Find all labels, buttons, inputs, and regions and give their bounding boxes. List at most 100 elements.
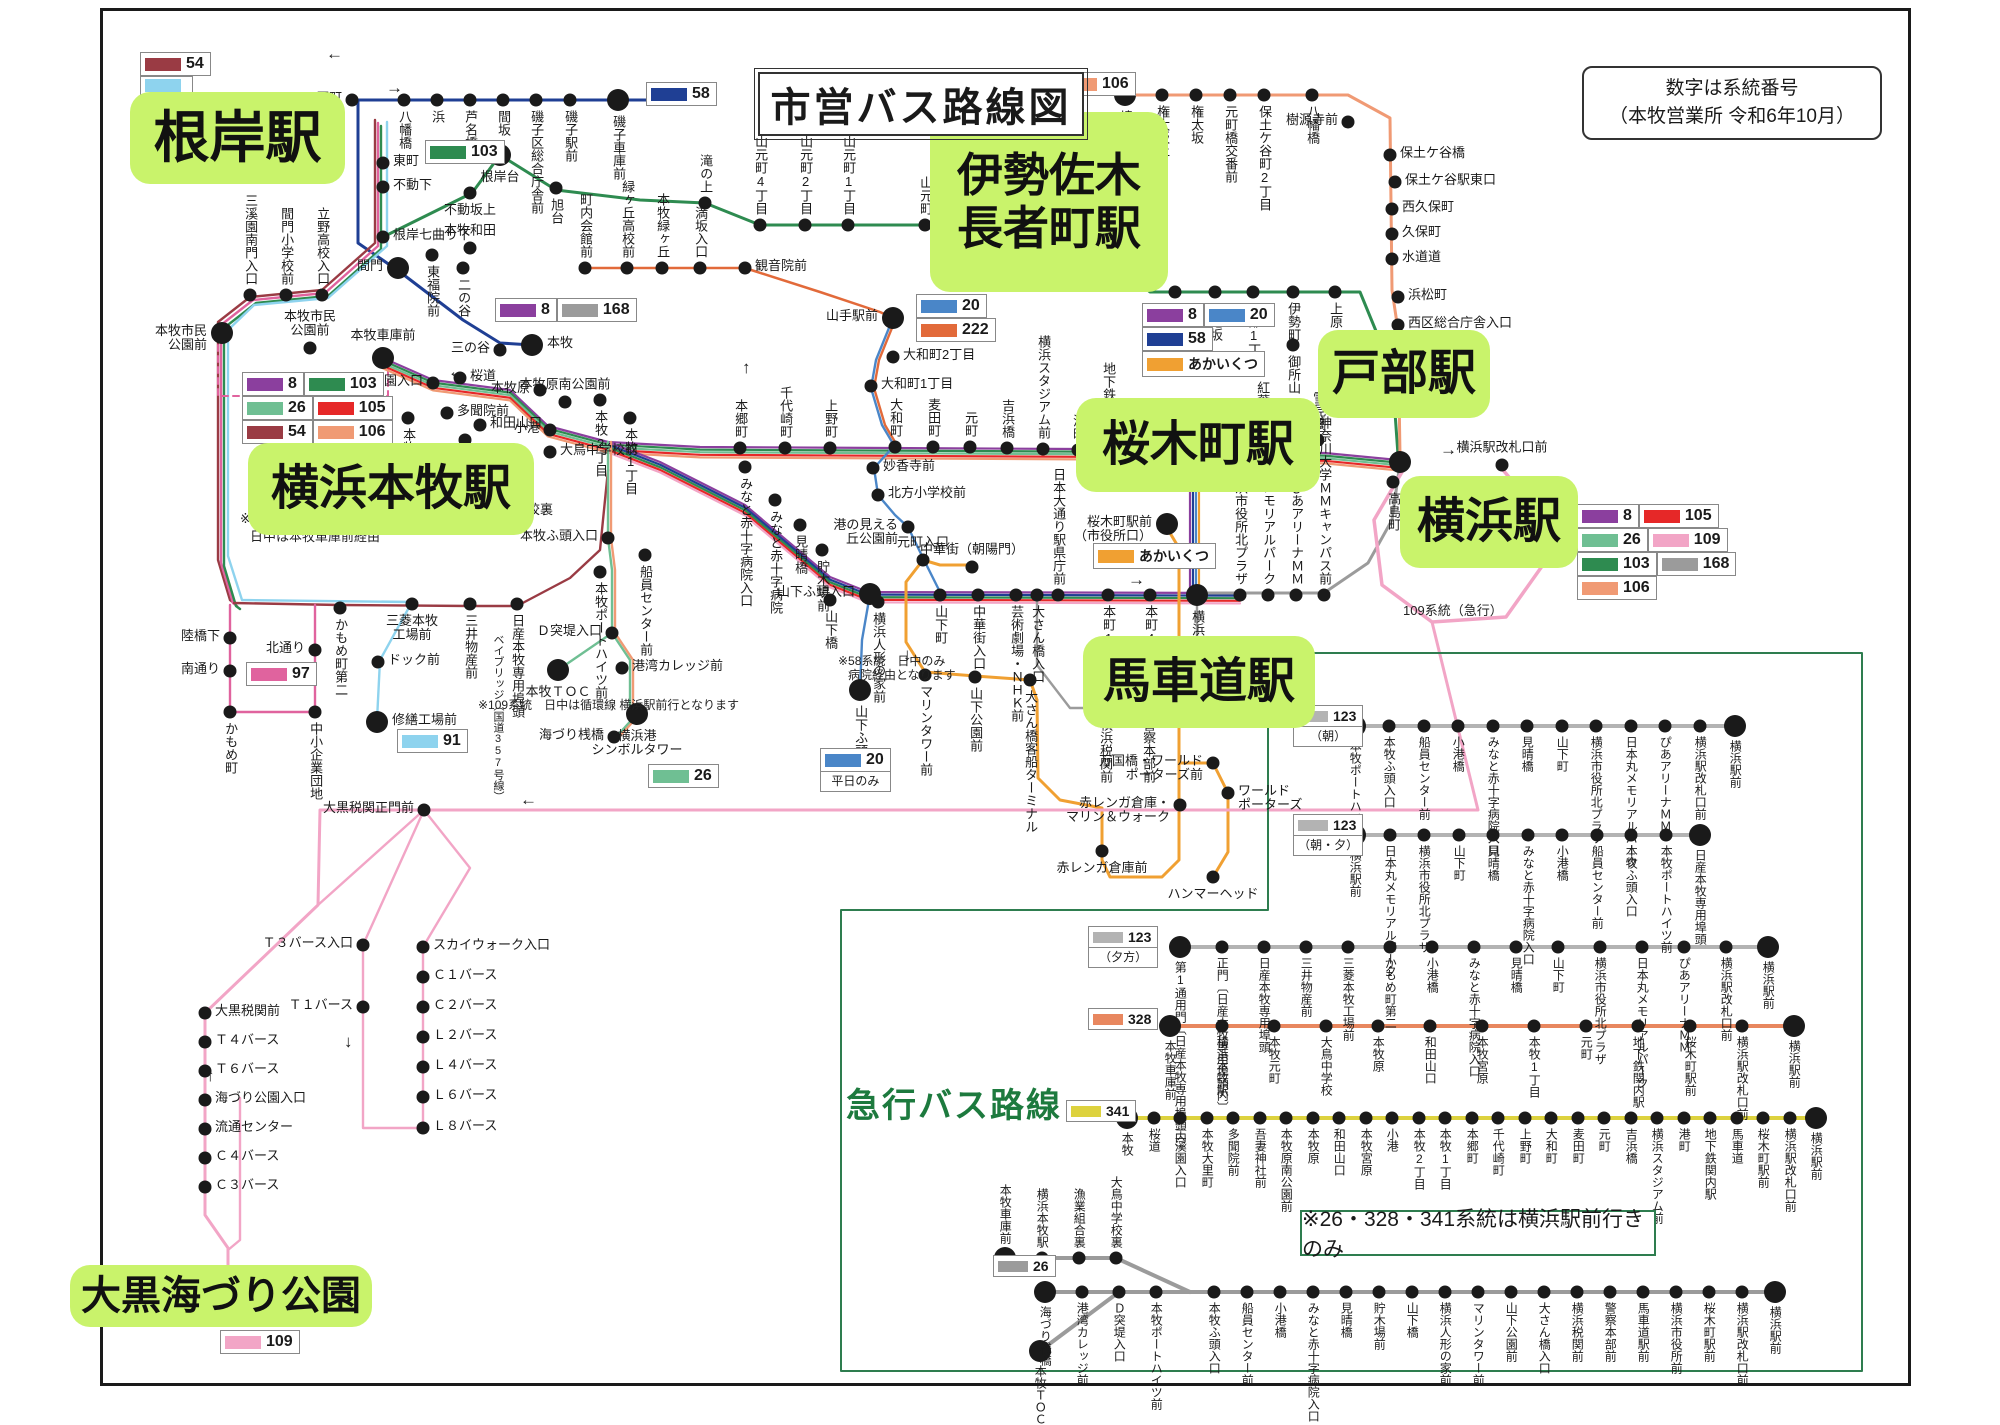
station-dot — [733, 441, 747, 455]
station-label: 小港 — [513, 420, 540, 435]
route-badge: 103 — [1577, 552, 1657, 576]
station-label: 横浜市役所北プラザ — [1233, 468, 1249, 585]
station-label: 本牧車庫前 — [350, 327, 416, 343]
route-color-chip — [1661, 557, 1698, 571]
route-number: 103 — [1623, 555, 1650, 572]
station-label: 保土ケ谷橋 — [1400, 145, 1466, 160]
highlighted-station-label: 馬車道駅 — [1083, 636, 1315, 728]
station-label: Ｌ４バース — [433, 1057, 498, 1072]
express-station-label: 船員センター前 — [1417, 736, 1432, 820]
express-route-badge: 123（朝・夕） — [1293, 814, 1364, 856]
express-station-dot — [1072, 1251, 1086, 1265]
station-dot — [778, 441, 792, 455]
station-label: 元町入口 — [896, 534, 950, 550]
station-label: みなと赤十字病院 — [768, 510, 784, 614]
route-color-chip — [1582, 533, 1618, 547]
highlighted-station-label: 横浜駅 — [1400, 476, 1578, 568]
express-station-dot — [1257, 940, 1271, 954]
route-badge: 26 — [648, 764, 719, 788]
badge-row: 106 — [1577, 576, 1736, 600]
route-badge: あかいくつ — [1093, 543, 1216, 569]
express-station-dot — [1544, 1111, 1558, 1125]
corner-note-box: 数字は系統番号 （本牧営業所 令和6年10月） — [1582, 66, 1882, 140]
route-number: 168 — [602, 301, 630, 318]
station-dot — [1101, 588, 1115, 602]
station-dot — [416, 970, 430, 984]
station-label: 日本大通り駅県庁前 — [1051, 468, 1067, 585]
station-dot — [453, 371, 467, 385]
express-route-badge: 341 — [1066, 1100, 1137, 1122]
station-dot — [738, 261, 752, 275]
station-label: 大和町2丁目 — [903, 347, 976, 362]
express-station-label: 地下鉄関内駅 — [1703, 1128, 1718, 1200]
express-station-dot — [1757, 936, 1779, 958]
express-station-label: 日本丸メモリアルパーク — [1383, 845, 1398, 977]
station-dot — [416, 940, 430, 954]
route-color-chip — [998, 1260, 1028, 1272]
station-dot — [605, 626, 619, 640]
station-label: 山手駅前 — [825, 308, 878, 323]
station-label: 陸橋下 — [180, 628, 220, 643]
station-dot — [463, 93, 477, 107]
route-line-1 — [219, 121, 380, 608]
corner-note-line2: （本牧営業所 令和6年10月） — [1609, 106, 1855, 127]
express-station-dot — [1589, 719, 1603, 733]
route-number: 168 — [1702, 555, 1730, 572]
station-label: 大和町1丁目 — [881, 376, 954, 391]
station-label: 修繕工場前 — [392, 712, 458, 727]
station-label: 芸術劇場・ＮＨＫ前 — [1009, 605, 1025, 722]
station-label: 山元町4丁目 — [753, 135, 769, 215]
route-color-chip — [308, 377, 345, 391]
station-label: 水道道 — [1402, 249, 1442, 264]
station-label: 本牧ＴＯＣ — [525, 684, 591, 699]
route-number: 109 — [1693, 531, 1721, 548]
route-number: 54 — [186, 55, 204, 72]
express-station-dot — [1579, 1019, 1593, 1033]
express-station-dot — [1279, 1111, 1293, 1125]
route-line-16 — [858, 592, 872, 692]
express-station-label: みなと赤十字病院入口 — [1486, 736, 1501, 856]
station-dot — [1051, 588, 1065, 602]
express-station-label: 見晴橋 — [1339, 1302, 1354, 1338]
express-station-dot — [1570, 1285, 1584, 1299]
express-station-dot — [1624, 828, 1638, 842]
station-label: 千代崎町 — [778, 386, 794, 438]
express-station-label: 横浜市役所北プラザ — [1589, 736, 1604, 844]
badge-row: 91 — [397, 729, 468, 753]
express-station-label: 本牧2丁目 — [1412, 1128, 1427, 1190]
station-dot — [823, 593, 837, 607]
station-dot — [243, 288, 257, 302]
express-station-label: 本牧原 — [1371, 1036, 1386, 1072]
badge-row: 58 — [1142, 327, 1275, 351]
station-dot — [1036, 442, 1050, 456]
express-station-label: 小港橋 — [1451, 736, 1466, 772]
route-badge: 106 — [1577, 576, 1657, 600]
station-dot — [888, 440, 902, 454]
station-label: 東町 — [393, 153, 420, 168]
station-label: ぴあアリーナＭＭ — [1289, 481, 1305, 585]
station-label: 根岸七曲り下 — [393, 227, 472, 242]
express-station-label: ぴあアリーナＭＭ — [1677, 957, 1692, 1053]
express-station-label: 吾妻神社前 — [1253, 1128, 1268, 1188]
station-label: 北方小学校前 — [888, 485, 967, 500]
highlighted-station-label: 桜木町駅 — [1076, 398, 1320, 492]
route-badge: 8 — [242, 372, 304, 396]
station-dot — [1095, 844, 1109, 858]
station-label: 神奈川大学ＭＭキャンパス前 — [1317, 416, 1333, 585]
badge-row: 97 — [246, 662, 317, 686]
badge-row: 103 168 — [1577, 552, 1737, 576]
station-dot — [693, 261, 707, 275]
station-dot — [496, 93, 510, 107]
station-label: 元町橋交番前 — [1223, 105, 1239, 183]
station-dot — [1257, 88, 1271, 102]
express-station-dot — [1169, 936, 1191, 958]
route-line-12 — [1195, 468, 1401, 595]
express-station-label: 日産本牧専用埠頭 — [1693, 849, 1708, 945]
express-station-label: 横浜駅改札口前 — [1735, 1302, 1750, 1386]
station-dot — [416, 1000, 430, 1014]
route-number: 105 — [358, 399, 386, 416]
express-station-dot — [1636, 1285, 1650, 1299]
